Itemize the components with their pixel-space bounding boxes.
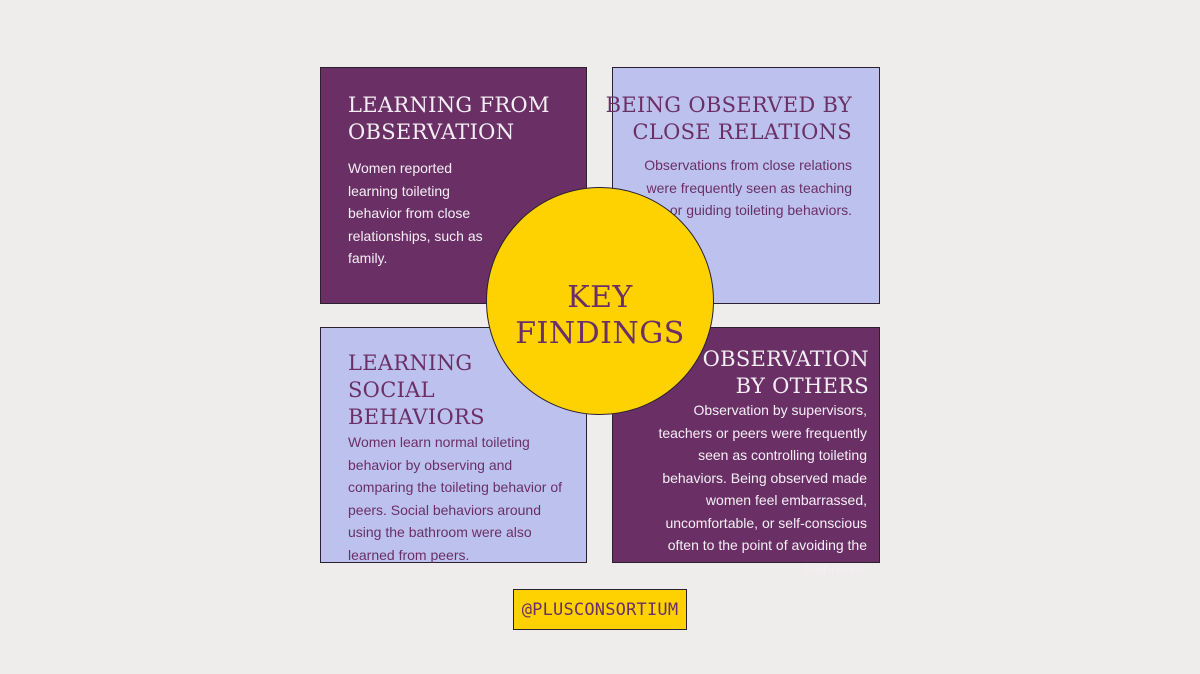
finding-heading: BEING OBSERVED BY CLOSE RELATIONS <box>606 92 852 146</box>
social-handle: @PLUSCONSORTIUM <box>521 599 679 620</box>
finding-card-learning-social-behaviors: LEARNING SOCIAL BEHAVIORS Women learn no… <box>320 327 587 563</box>
finding-text: Women reported learning toileting behavi… <box>348 160 483 266</box>
finding-card-learning-from-observation: LEARNING FROM OBSERVATION Women reported… <box>320 67 587 304</box>
heading-line: LEARNING <box>348 351 473 375</box>
title-line: FINDINGS <box>515 316 685 351</box>
finding-text: Observations from close relations were f… <box>644 157 852 218</box>
heading-line: BY OTHERS <box>735 374 869 398</box>
heading-line: LEARNING FROM <box>348 93 550 117</box>
finding-text: Observation by supervisors, teachers or … <box>658 402 867 576</box>
finding-text: Women learn normal toileting behavior by… <box>348 434 563 563</box>
heading-line: CLOSE RELATIONS <box>632 120 852 144</box>
heading-line: BEHAVIORS <box>348 405 485 429</box>
finding-heading: LEARNING SOCIAL BEHAVIORS <box>348 350 485 431</box>
heading-line: OBSERVATION <box>702 347 869 371</box>
key-findings-circle: KEY FINDINGS <box>486 187 714 415</box>
heading-line: OBSERVATION <box>348 120 515 144</box>
heading-line: BEING OBSERVED BY <box>605 93 852 117</box>
finding-heading: OBSERVATION BY OTHERS <box>703 346 869 400</box>
key-findings-title: KEY FINDINGS <box>487 280 713 352</box>
finding-card-being-observed-by-close-relations: BEING OBSERVED BY CLOSE RELATIONS Observ… <box>606 67 880 304</box>
title-line: KEY <box>567 280 633 315</box>
finding-heading: LEARNING FROM OBSERVATION <box>348 92 550 146</box>
social-handle-badge: @PLUSCONSORTIUM <box>513 589 687 630</box>
heading-line: SOCIAL <box>348 378 435 402</box>
